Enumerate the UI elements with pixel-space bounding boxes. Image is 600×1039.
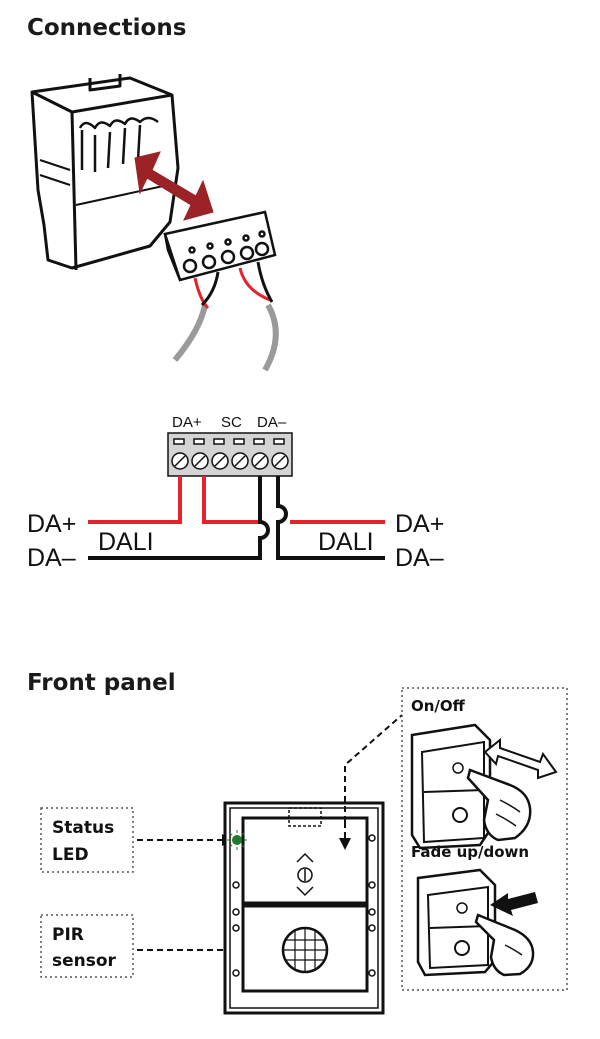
terminal-label-sc: SC	[221, 414, 242, 431]
operation-inset: On/Off Fade up/down	[401, 687, 568, 991]
terminal-block	[167, 432, 293, 477]
chevron-up-icon	[296, 852, 314, 863]
left-dali-label: DALI	[98, 528, 154, 556]
push-arrow-icon	[490, 892, 538, 916]
hand-icon	[474, 913, 535, 977]
pir-label-line1: PIR	[52, 925, 84, 945]
bus-labels: DA+ DA– DALI DALI DA+ DA–	[27, 510, 444, 572]
on-off-icon	[297, 867, 313, 883]
status-led-callout: Status LED	[40, 807, 234, 873]
terminal-label-da-plus: DA+	[172, 414, 202, 431]
right-dali-label: DALI	[318, 528, 374, 556]
screw-terminal-icon	[163, 210, 277, 282]
cable-wires	[172, 261, 279, 372]
front-panel-heading: Front panel	[27, 670, 176, 696]
right-da-minus-label: DA–	[395, 544, 444, 572]
status-led-label-line2: LED	[52, 845, 89, 865]
status-led-icon	[227, 830, 247, 850]
pir-label-line2: sensor	[52, 951, 117, 971]
left-da-plus-label: DA+	[27, 510, 76, 538]
fade-caption: Fade up/down	[411, 843, 529, 861]
dali-wiring	[88, 476, 385, 560]
double-arrow-icon	[134, 151, 214, 221]
on-off-device-illustration	[410, 723, 492, 850]
on-off-caption: On/Off	[411, 697, 466, 715]
terminal-labels: DA+ SC DA–	[172, 414, 287, 431]
pir-lens-icon	[281, 926, 329, 974]
fade-device-illustration	[416, 868, 497, 977]
right-da-plus-label: DA+	[395, 510, 444, 538]
pir-sensor-callout: PIR sensor	[40, 914, 280, 978]
chevron-down-icon	[296, 886, 314, 897]
hand-icon	[466, 768, 532, 842]
status-led-label-line1: Status	[52, 818, 114, 838]
device-module-illustration	[30, 74, 180, 271]
horizontal-double-arrow-icon	[483, 737, 558, 780]
left-da-minus-label: DA–	[27, 544, 76, 572]
terminal-label-da-minus: DA–	[257, 414, 287, 431]
connections-heading: Connections	[27, 15, 186, 41]
front-panel-device	[223, 714, 403, 1015]
